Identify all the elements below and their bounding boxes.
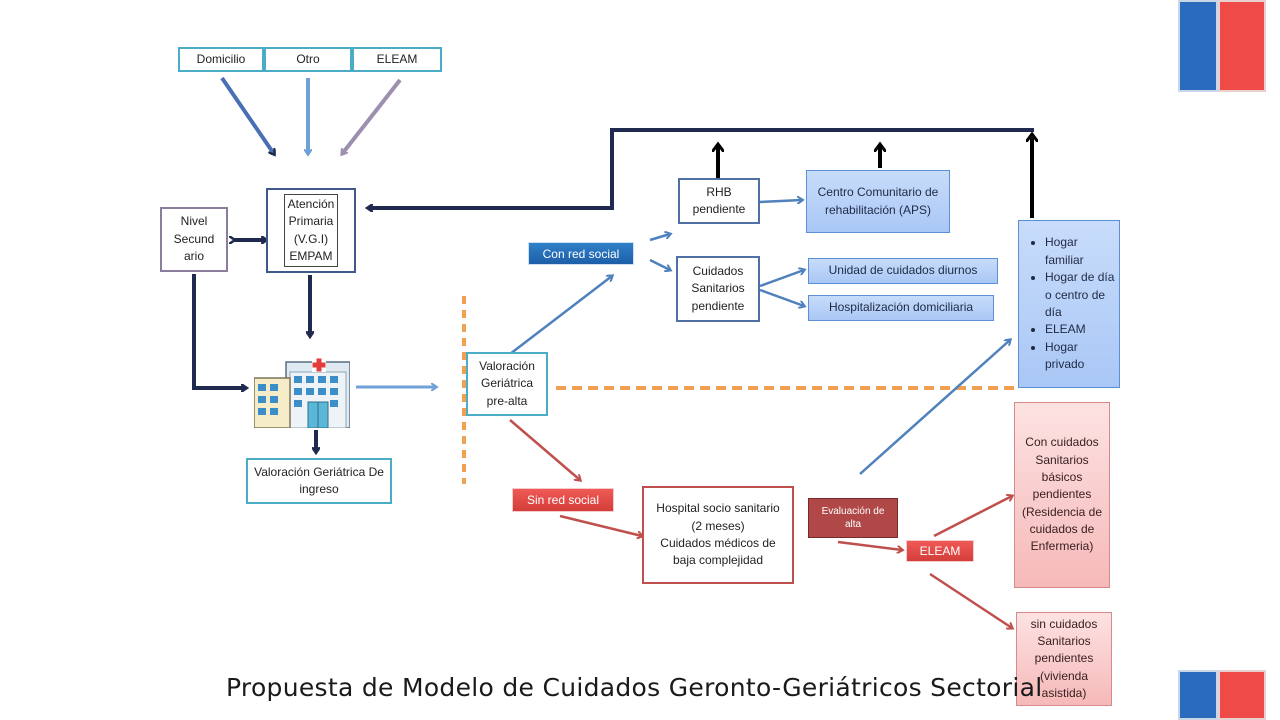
con-cuidados-box: Con cuidados Sanitarios básicos pendient… [1014, 402, 1110, 588]
centro-comunitario-box: Centro Comunitario de rehabilitación (AP… [806, 170, 950, 233]
arrow-rhb-centro [759, 200, 802, 202]
hospital-socio-line-3: Cuidados médicos de baja complejidad [660, 536, 776, 568]
evaluacion-alta-tag: Evaluación de alta [808, 498, 898, 538]
ap-line-1: Atención [287, 196, 335, 211]
hospital-socio-line-1: Hospital socio sanitario [656, 501, 780, 516]
arrow-nivel-hospital [192, 274, 246, 388]
arrow-sin-red-hospital [559, 514, 642, 536]
eleam-tag: ELEAM [906, 540, 974, 562]
return-path [368, 128, 1034, 208]
valoracion-ingreso-box: Valoración Geriátrica De ingreso [246, 458, 392, 504]
arrow-to-cuidados [649, 258, 670, 270]
ap-line-2: Primaria [288, 214, 334, 229]
arrow-evaluacion-eleam [837, 540, 902, 550]
flag-decoration-bottom [1178, 670, 1268, 720]
nivel-secundario-box: Nivel Secund ario [160, 207, 228, 272]
source-otro: Otro [264, 47, 352, 72]
source-domicilio: Domicilio [178, 47, 264, 72]
arrow-prealta-sin-red [509, 419, 580, 480]
hospitalizacion-domiciliaria-box: Hospitalización domiciliaria [808, 295, 994, 321]
arrow-eleam [342, 78, 402, 154]
hospital-icon [254, 358, 350, 428]
destino-item: Hogar de día o centro de día [1045, 269, 1119, 321]
cuidados-pendiente-box: Cuidados Sanitarios pendiente [676, 256, 760, 322]
page-title: Propuesta de Modelo de Cuidados Geronto-… [226, 673, 1043, 702]
source-eleam: ELEAM [352, 47, 442, 72]
destino-item: ELEAM [1045, 321, 1119, 338]
unidad-diurnos-box: Unidad de cuidados diurnos [808, 258, 998, 284]
destino-item: Hogar privado [1045, 339, 1119, 374]
valoracion-prealta-box: Valoración Geriátrica pre-alta [466, 352, 548, 416]
destinos-box: Hogar familiar Hogar de día o centro de … [1018, 220, 1120, 388]
arrow-cuidados-unidad [759, 270, 804, 288]
arrow-eleam-sin [929, 572, 1012, 628]
sin-cuidados-box: sin cuidados Sanitarios pendientes (vivi… [1016, 612, 1112, 706]
ap-line-3: (V.G.I) [293, 231, 329, 246]
arrow-evaluacion-destinos [859, 340, 1010, 475]
arrow-cuidados-hosp-dom [759, 288, 804, 306]
arrow-domicilio [220, 76, 274, 154]
ap-line-4: EMPAM [289, 248, 333, 263]
hospital-socio-line-2: (2 meses) [691, 518, 745, 533]
con-red-social-tag: Con red social [528, 242, 634, 265]
arrow-prealta-con-red [509, 276, 612, 355]
hospital-socio-box: Hospital socio sanitario (2 meses) Cuida… [642, 486, 794, 584]
arrow-to-rhb [649, 234, 670, 242]
rhb-pendiente-box: RHB pendiente [678, 178, 760, 224]
sin-red-social-tag: Sin red social [512, 488, 614, 512]
atencion-primaria-box: Atención Primaria (V.G.I) EMPAM [266, 188, 356, 273]
destino-item: Hogar familiar [1045, 234, 1119, 269]
arrow-eleam-con [933, 496, 1012, 538]
flag-decoration-top [1178, 0, 1268, 92]
